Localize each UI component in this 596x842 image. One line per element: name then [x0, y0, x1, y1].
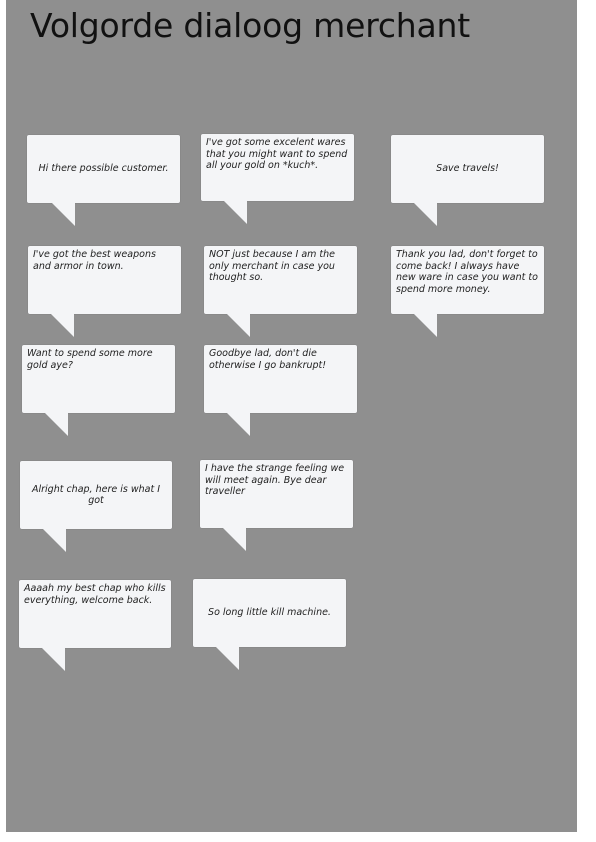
speech-bubble: Goodbye lad, don't die otherwise I go ba… [204, 345, 357, 436]
bubble-text: Hi there possible customer. [38, 163, 169, 175]
speech-bubble: Hi there possible customer. [27, 135, 180, 226]
bubble-text: I've got some excelent wares that you mi… [206, 137, 348, 171]
bubble-text: Save travels! [436, 163, 499, 175]
bubble-text: I've got the best weapons and armor in t… [33, 249, 156, 272]
bubble-tail [51, 202, 75, 226]
bubble-text: Goodbye lad, don't die otherwise I go ba… [209, 348, 327, 371]
speech-bubble: I've got the best weapons and armor in t… [28, 246, 181, 337]
bubble-tail [413, 313, 437, 337]
bubble-tail [42, 528, 66, 552]
page-title: Volgorde dialoog merchant [30, 6, 470, 45]
speech-bubble: Alright chap, here is what I got [20, 461, 172, 552]
bubble-text: Aaaah my best chap who kills everything,… [24, 583, 166, 606]
speech-bubble: NOT just because I am the only merchant … [204, 246, 357, 337]
bubble-tail [44, 412, 68, 436]
speech-bubble: Save travels! [391, 135, 544, 226]
bubble-text: Want to spend some more gold aye? [27, 348, 153, 371]
canvas-panel [6, 0, 577, 832]
bubble-tail [41, 647, 65, 671]
bubble-text: NOT just because I am the only merchant … [209, 249, 336, 283]
bubble-text: So long little kill machine. [208, 607, 331, 619]
speech-bubble: So long little kill machine. [193, 579, 346, 670]
speech-bubble: Thank you lad, don't forget to come back… [391, 246, 544, 337]
speech-bubble: Aaaah my best chap who kills everything,… [19, 580, 171, 671]
bubble-tail [226, 412, 250, 436]
bubble-tail [50, 313, 74, 337]
bubble-tail [215, 646, 239, 670]
bubble-text: I have the strange feeling we will meet … [205, 463, 345, 497]
bubble-text: Thank you lad, don't forget to come back… [396, 249, 538, 295]
speech-bubble: Want to spend some more gold aye? [22, 345, 175, 436]
speech-bubble: I have the strange feeling we will meet … [200, 460, 353, 551]
bubble-tail [223, 200, 247, 224]
bubble-text: Alright chap, here is what I got [31, 483, 161, 507]
bubble-tail [413, 202, 437, 226]
bubble-tail [226, 313, 250, 337]
bubble-tail [222, 527, 246, 551]
speech-bubble: I've got some excelent wares that you mi… [201, 134, 354, 224]
